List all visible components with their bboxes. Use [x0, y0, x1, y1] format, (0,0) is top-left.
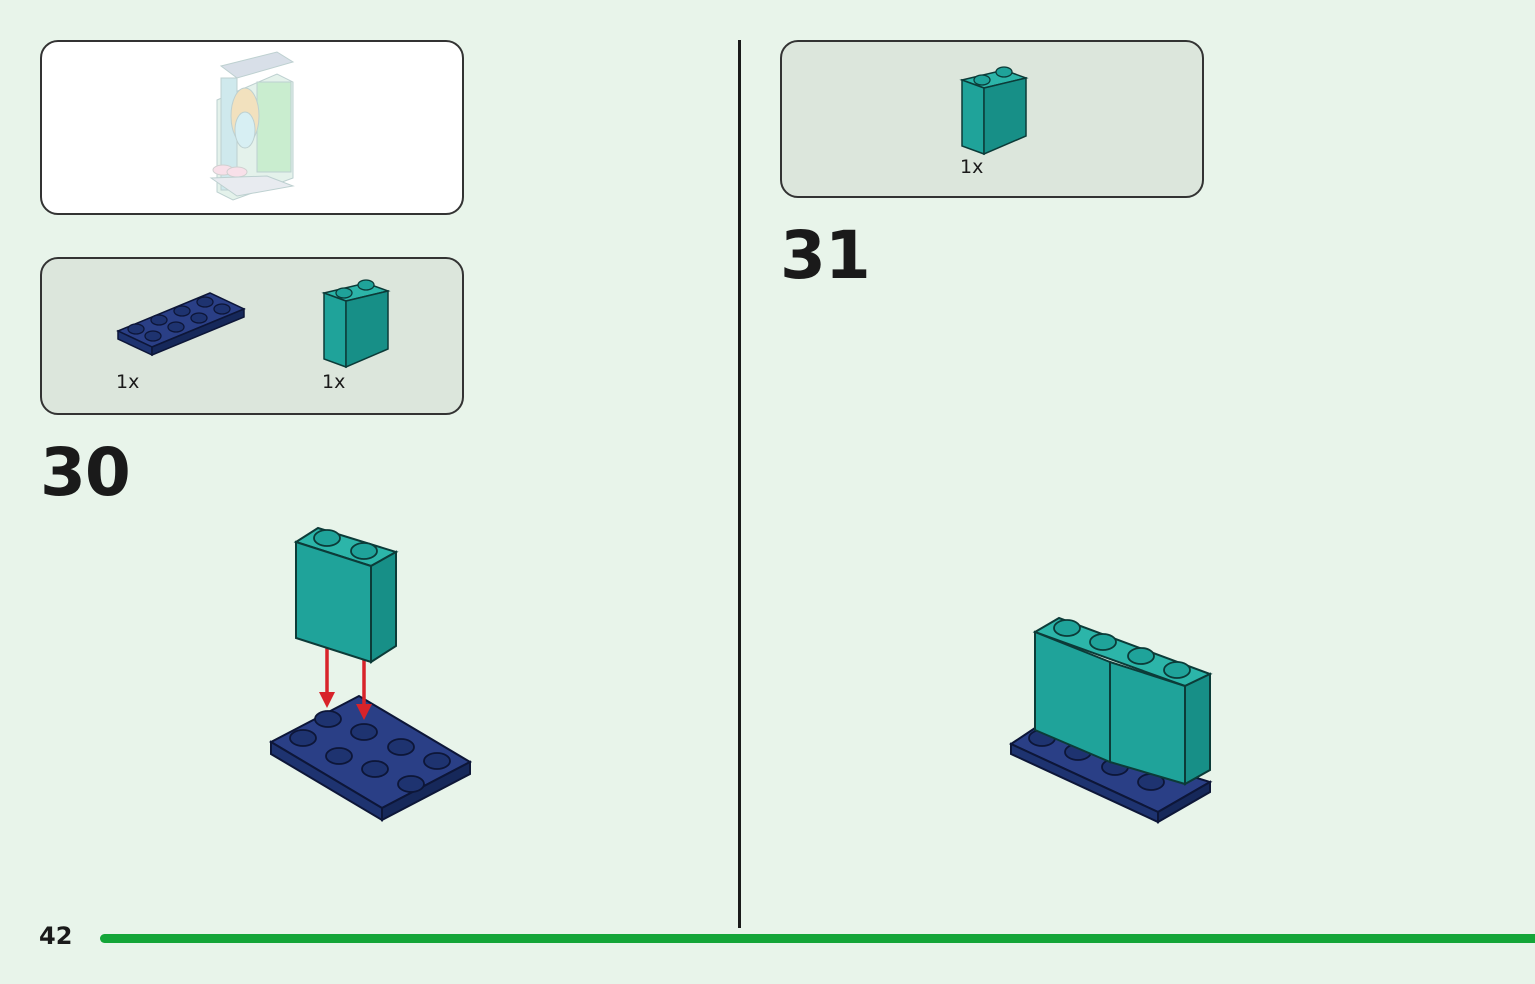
teal-brick-1x2x2-icon [959, 66, 1029, 156]
step-number: 31 [780, 217, 871, 294]
page-number: 42 [39, 922, 73, 950]
step-31-assembly-drawing [1008, 616, 1213, 824]
part-quantity: 1x [116, 371, 140, 393]
teal-brick-1x2x2-icon [321, 279, 391, 369]
model-preview-image [209, 51, 295, 201]
dark-blue-plate-2x4-icon [116, 292, 246, 357]
step-number: 30 [40, 434, 131, 511]
step-30-assembly-drawing [268, 526, 473, 822]
part-quantity: 1x [322, 371, 346, 393]
progress-bar [100, 934, 1535, 943]
part-quantity: 1x [960, 156, 984, 178]
step-31-parts-panel: 1x [780, 40, 1204, 198]
column-divider [738, 40, 741, 928]
model-preview-panel [40, 40, 464, 215]
step-30-parts-panel: 1x 1x [40, 257, 464, 415]
